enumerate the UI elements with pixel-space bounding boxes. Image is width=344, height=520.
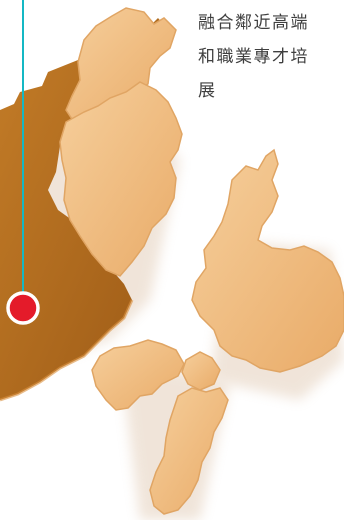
region-island-west [91,339,185,411]
region-east [191,148,344,373]
region-north [65,7,177,123]
caption-line-3: 展 [198,81,217,101]
caption-text: 融合鄰近高端 和職業專才培 展 [198,6,344,108]
region-south [149,387,229,515]
caption-line-2: 和職業專才培 [198,47,309,67]
highlighted-region [0,10,168,400]
map-pin-icon[interactable] [6,291,40,325]
region-central [59,81,183,277]
caption-line-1: 融合鄰近高端 [198,13,309,33]
region-island-center [181,351,221,391]
